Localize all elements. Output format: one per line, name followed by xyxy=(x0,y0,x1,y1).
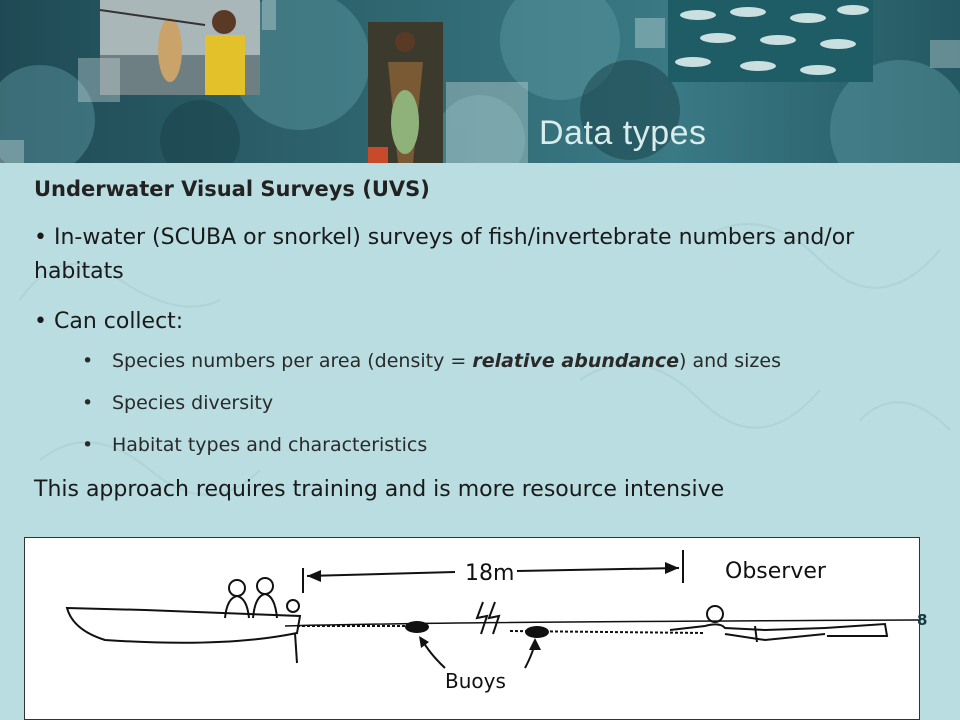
buoys-label: Buoys xyxy=(445,669,506,693)
sub-bullet-text: Species diversity xyxy=(112,392,274,414)
buoy-icon xyxy=(405,621,429,633)
decor-square xyxy=(635,18,665,48)
decor-square xyxy=(446,82,528,163)
buoy-icon xyxy=(525,626,549,638)
bullet-dot-icon: • xyxy=(34,225,54,250)
page-number: 8 xyxy=(917,611,928,629)
header-banner: Data types xyxy=(0,0,960,163)
closing-statement: This approach requires training and is m… xyxy=(34,477,725,502)
section-heading: Underwater Visual Surveys (UVS) xyxy=(34,177,430,201)
header-collage xyxy=(0,0,960,163)
bullet-dot-icon: • xyxy=(82,350,94,372)
sub-bullet-text: Habitat types and characteristics xyxy=(112,434,428,456)
bullet-text: Can collect: xyxy=(53,309,184,334)
survey-illustration: 18m Observer xyxy=(65,550,920,693)
diver-icon xyxy=(669,605,889,643)
observer-label: Observer xyxy=(725,559,827,584)
decor-square xyxy=(262,0,276,30)
bullet-item: • Can collect: xyxy=(34,305,939,339)
distance-label: 18m xyxy=(465,561,514,586)
boat-icon xyxy=(65,606,302,644)
sub-bullet-text: Species numbers per area (density = rela… xyxy=(112,350,781,372)
bullet-item: • In-water (SCUBA or snorkel) surveys of… xyxy=(34,221,939,289)
uvs-diagram: 18m Observer xyxy=(24,537,920,720)
slide-title: Data types xyxy=(539,114,707,152)
decor-square xyxy=(930,40,960,68)
fisherman-photo xyxy=(100,0,260,95)
canoe-photo xyxy=(368,22,443,163)
emphasis-text: relative abundance xyxy=(472,350,679,372)
bullet-text: In-water (SCUBA or snorkel) surveys of f… xyxy=(34,225,855,284)
bullet-dot-icon: • xyxy=(82,434,94,456)
fish-school-photo xyxy=(668,0,873,82)
bullet-dot-icon: • xyxy=(34,309,54,334)
bullet-dot-icon: • xyxy=(82,392,94,414)
boat-crew-icon xyxy=(224,577,300,619)
decor-square xyxy=(78,58,120,102)
decor-square xyxy=(0,140,24,163)
